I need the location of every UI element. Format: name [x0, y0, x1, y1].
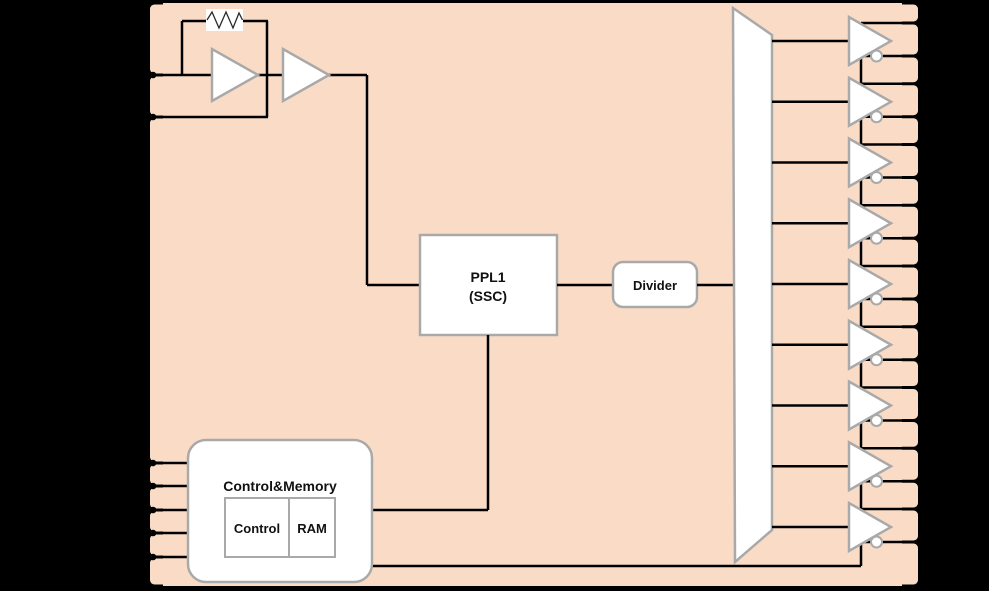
right-pad-cell — [878, 24, 918, 55]
right-pad-cell — [878, 482, 918, 508]
right-pad-cell — [878, 328, 918, 359]
right-pad-cell — [878, 239, 918, 265]
control-input-pin-dot — [149, 506, 157, 514]
left-pad-cell — [150, 76, 190, 116]
right-pad-cell — [878, 300, 918, 326]
inversion-bubble-icon — [870, 292, 883, 306]
osc-amp-1-icon — [210, 46, 261, 104]
control-memory-block: Control&Memory Control RAM — [186, 438, 374, 584]
output-buffer — [772, 197, 918, 266]
inversion-bubble-icon — [870, 110, 883, 124]
left-pad-cell — [150, 464, 190, 485]
pll-block: PPL1 (SSC) — [418, 233, 559, 337]
output-buffer — [772, 75, 918, 145]
buffer-triangle-icon — [847, 379, 894, 432]
left-pad-cell — [150, 511, 190, 532]
control-input-pin-dot — [149, 529, 157, 537]
output-buffer — [772, 500, 918, 566]
buffer-triangle-icon — [847, 75, 894, 128]
control-wires — [372, 335, 861, 568]
buffer-triangle-icon — [847, 318, 894, 371]
buffer-triangle-icon — [847, 197, 894, 250]
output-buffer — [772, 14, 918, 84]
right-pad-cell — [878, 118, 918, 143]
xin-pin-dot — [149, 71, 157, 79]
buffer-triangle-icon — [847, 14, 894, 68]
inversion-bubble-icon — [870, 49, 883, 63]
right-pad-cell — [878, 267, 918, 298]
control-memory-label: Control&Memory — [223, 478, 337, 494]
fanout-trapezoid — [731, 5, 774, 565]
inversion-bubble-icon — [870, 231, 883, 245]
ram-sub-label: RAM — [297, 521, 327, 536]
control-sub-label: Control — [234, 521, 280, 536]
right-pad-cell — [878, 206, 918, 237]
right-pad-cell — [878, 449, 918, 480]
output-buffer — [772, 440, 918, 509]
right-pad-cell — [878, 510, 918, 541]
xout-pin-dot — [149, 113, 157, 121]
pll-box — [418, 233, 559, 337]
control-sub-box — [224, 497, 290, 558]
inversion-bubble-icon — [870, 474, 883, 488]
control-input-pin-dot — [149, 482, 157, 490]
inversion-bubble-icon — [870, 535, 883, 549]
divider-label: Divider — [633, 278, 677, 293]
right-pad-cell — [878, 85, 918, 116]
inversion-bubble-icon — [870, 171, 883, 184]
left-pad-cell — [150, 534, 190, 556]
output-buffer — [772, 318, 918, 388]
inversion-bubble-icon — [870, 414, 883, 427]
pll-label-line2: (SSC) — [469, 288, 507, 304]
feedback-resistor — [206, 9, 244, 31]
osc-amp-2-icon — [281, 46, 332, 104]
right-pad-cell — [878, 4, 918, 22]
left-pad-cell — [150, 487, 190, 509]
right-pad-cell — [878, 57, 918, 83]
output-buffer — [772, 257, 918, 327]
control-input-pin-dot — [149, 459, 157, 467]
output-buffers — [772, 14, 918, 566]
resistor-zigzag-icon — [206, 10, 244, 30]
output-buffer — [772, 136, 918, 206]
left-pad-cell — [150, 4, 190, 74]
buffer-triangle-icon — [847, 136, 894, 189]
buffer-triangle-icon — [847, 500, 894, 554]
pad-cells — [150, 4, 918, 585]
buffer-triangle-icon — [847, 257, 894, 311]
divider-block: Divider — [611, 260, 699, 309]
output-buffer — [772, 379, 918, 449]
buffer-triangle-icon — [847, 440, 894, 493]
right-pad-cell — [878, 422, 918, 447]
control-input-pin-dot — [149, 553, 157, 561]
right-pad-cell — [878, 179, 918, 204]
left-pad-cell — [150, 558, 190, 585]
left-pad-cell — [150, 118, 190, 462]
ram-sub-box — [288, 497, 336, 558]
control-input-pins — [149, 459, 188, 561]
right-pad-cell — [878, 543, 918, 585]
pll-label-line1: PPL1 — [470, 269, 505, 285]
right-pad-cell — [878, 361, 918, 386]
right-pad-cell — [878, 389, 918, 419]
right-pad-cell — [878, 146, 918, 176]
inversion-bubble-icon — [870, 353, 883, 367]
